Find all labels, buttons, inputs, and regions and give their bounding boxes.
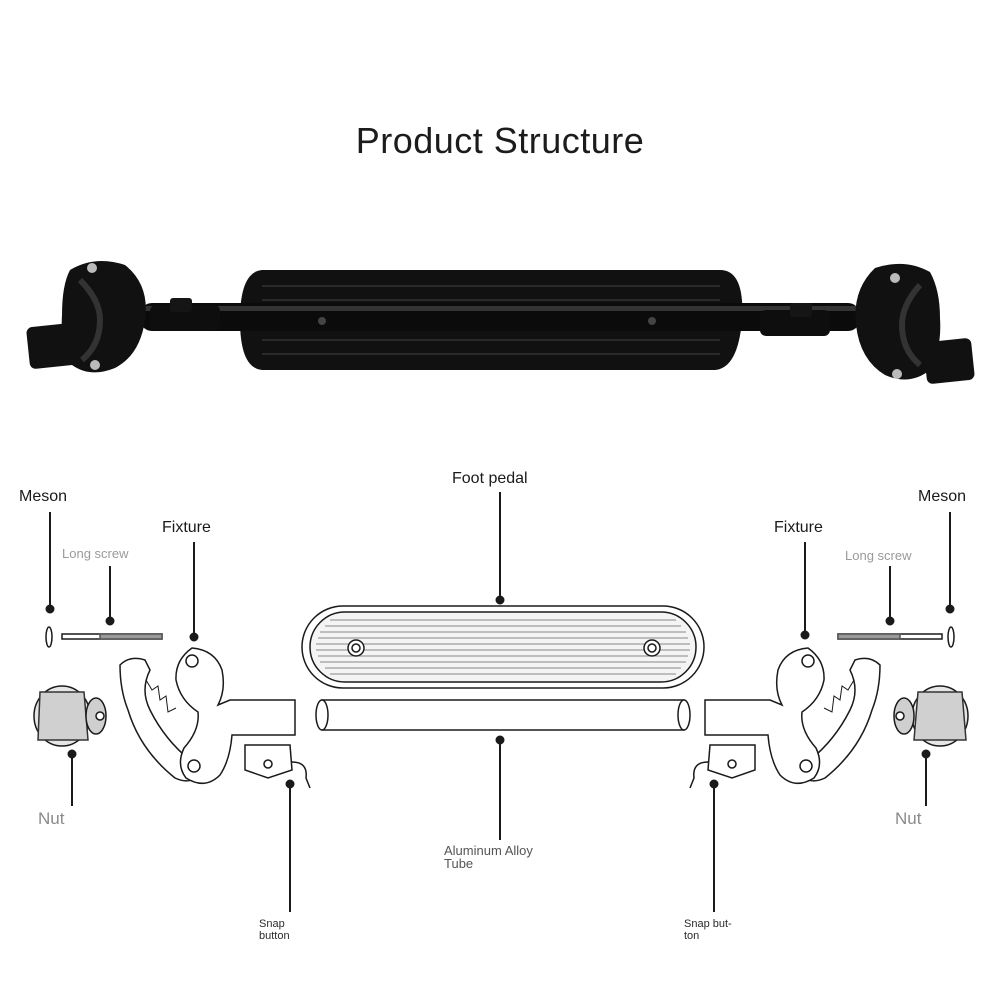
label-meson-left: Meson	[19, 488, 68, 505]
right-snap-button-part	[689, 744, 756, 789]
label-nut-right: Nut	[895, 809, 922, 828]
label-snap-button-right-line2: ton	[684, 930, 700, 942]
label-snap-button-left: Snap button	[259, 918, 290, 942]
label-fixture-left: Fixture	[162, 519, 211, 536]
foot-pedal-part	[301, 605, 705, 689]
left-long-screw-part	[61, 633, 163, 640]
label-snap-button-right: Snap but- ton	[684, 918, 732, 942]
aluminum-tube-part	[315, 699, 691, 731]
label-foot-pedal: Foot pedal	[452, 470, 528, 487]
left-snap-button-part	[244, 744, 311, 789]
right-meson-part	[947, 626, 955, 648]
right-long-screw-part	[837, 633, 943, 640]
label-meson-right: Meson	[918, 488, 967, 505]
label-snap-button-right-line1: Snap but-	[684, 918, 732, 930]
label-snap-button-left-line1: Snap	[259, 918, 285, 930]
right-fixture-part	[704, 647, 881, 784]
label-aluminum-tube-line2: Tube	[444, 856, 474, 871]
label-snap-button-left-line2: button	[259, 930, 290, 942]
assembled-product-image	[26, 261, 975, 384]
page-title: Product Structure	[355, 120, 645, 161]
right-nut-part	[893, 685, 969, 747]
left-meson-part	[45, 626, 53, 648]
label-long-screw-left: Long screw	[62, 546, 129, 561]
label-fixture-right: Fixture	[774, 519, 823, 536]
label-aluminum-tube: Aluminum Alloy Tube	[444, 844, 533, 870]
label-aluminum-tube-line1: Aluminum Alloy	[444, 843, 533, 858]
left-fixture-part	[119, 647, 296, 784]
label-nut-left: Nut	[38, 809, 65, 828]
left-nut-part	[33, 685, 107, 747]
label-long-screw-right: Long screw	[845, 548, 912, 563]
